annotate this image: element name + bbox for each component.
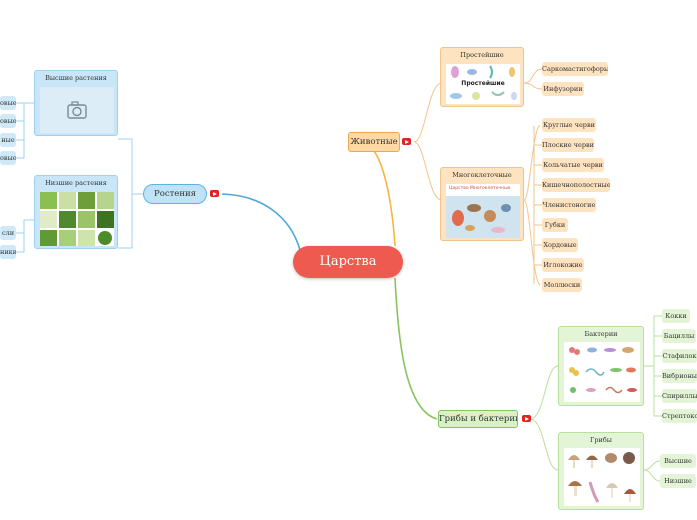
leaf-lower-2[interactable]: ники [0,245,16,259]
leaf-infusoria[interactable]: Инфузории [542,82,584,96]
protozoa-title: Простейшие [460,51,504,59]
multicellular-title: Многоклеточные [452,171,512,179]
leaf-echinoderms[interactable]: Иглокожие [542,258,584,272]
leaf-sarcomastigophora[interactable]: Саркомастигофоры [542,62,608,76]
leaf-bacilli[interactable]: Бациллы [662,329,696,343]
leaf-chordates[interactable]: Хордовые [542,238,578,252]
video-icon[interactable] [522,415,531,422]
leaf-coelenterates[interactable]: Кишечнополостные [542,178,610,192]
video-icon[interactable] [402,138,411,145]
leaf-flat-worms[interactable]: Плоские черви [542,138,594,152]
leaf-molluscs[interactable]: Моллюски [542,278,582,292]
leaf-higher-3[interactable]: ные [0,133,16,147]
leaf-lower-fungi[interactable]: Низшие [660,474,696,488]
protozoa-image: Простейшие [446,64,520,104]
multicellular-card[interactable]: Многоклеточные Царство Многоклеточные [440,167,524,241]
multicellular-image: Царство Многоклеточные [446,184,520,238]
camera-icon [67,101,87,119]
bacteria-title: Бактерии [584,330,618,338]
video-icon[interactable] [210,190,219,197]
leaf-round-worms[interactable]: Круглые черви [542,118,596,132]
multicellular-image-caption: Царство Многоклеточные [449,186,511,191]
lower-plants-card[interactable]: Низшие растения [34,175,118,249]
protozoa-card[interactable]: Простейшие Простейшие [440,47,524,107]
leaf-higher-1[interactable]: овые [0,96,16,110]
plants-node[interactable]: Ростения [143,184,207,204]
higher-plants-card[interactable]: Высшие растения [34,70,118,136]
leaf-higher-2[interactable]: овые [0,114,16,128]
fungi-bacteria-node[interactable]: Грибы и бактерии [438,410,518,428]
leaf-cocci[interactable]: Кокки [662,309,690,323]
leaf-streptococci[interactable]: Стрептоко [662,409,697,423]
leaf-arthropods[interactable]: Членистоногие [542,198,596,212]
animals-node[interactable]: Животные [348,132,400,152]
fungi-card[interactable]: Грибы [558,432,644,510]
lower-plants-title: Низшие растения [45,179,107,187]
leaf-spirilla[interactable]: Спириллы [662,389,697,403]
bacteria-card[interactable]: Бактерии [558,326,644,406]
leaf-higher-4[interactable]: овые [0,151,16,165]
leaf-ringed-worms[interactable]: Кольчатые черви [542,158,604,172]
image-placeholder [40,87,114,133]
leaf-staphylococci[interactable]: Стафилок [662,349,697,363]
leaf-lower-1[interactable]: сли [0,226,16,240]
higher-plants-title: Высшие растения [45,74,107,82]
fungi-image [564,448,640,506]
leaf-higher-fungi[interactable]: Высшие [660,454,696,468]
root-node[interactable]: Царства [293,246,403,278]
bacteria-image [564,342,640,402]
protozoa-image-caption: Простейшие [461,80,505,87]
lower-plants-image [40,192,114,246]
leaf-vibrios[interactable]: Вибрионы [662,369,697,383]
leaf-sponges[interactable]: Губки [542,218,568,232]
fungi-title: Грибы [590,436,612,444]
